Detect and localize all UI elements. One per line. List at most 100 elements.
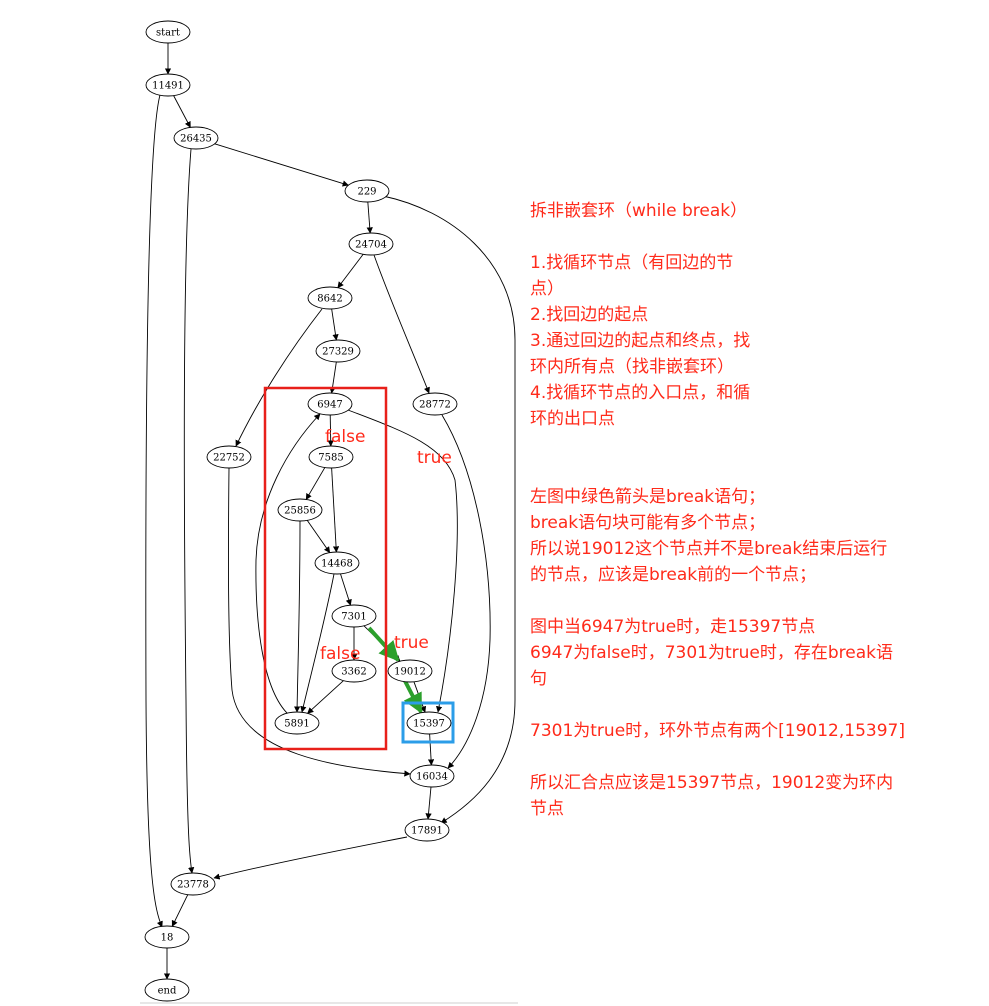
node-label: 229 bbox=[357, 187, 376, 198]
note-line bbox=[530, 692, 982, 718]
note-line: 环的出口点 bbox=[530, 409, 615, 429]
node-shape bbox=[277, 498, 323, 522]
note-line: 3.通过回边的起点和终点，找 bbox=[530, 331, 751, 351]
edge-n7585-to-n14468 bbox=[331, 467, 340, 553]
node-label: 17891 bbox=[411, 826, 443, 837]
node-label: 11491 bbox=[152, 81, 184, 92]
note-line: break语句块可能有多个节点； bbox=[530, 513, 766, 533]
node-shape bbox=[409, 764, 455, 788]
node-22752: 22752 bbox=[206, 445, 252, 469]
edge-n25856-to-n5891 bbox=[293, 520, 301, 713]
node-label: end bbox=[158, 986, 177, 997]
node-layer: start 11491 26435 229 24704 8642 27329 6947 2877… bbox=[144, 20, 458, 1002]
node-label: 23778 bbox=[177, 880, 209, 891]
node-label: 25856 bbox=[284, 506, 316, 517]
note-line: 2.找回边的起点 bbox=[530, 305, 649, 325]
node-shape bbox=[170, 872, 216, 896]
node-8642: 8642 bbox=[307, 286, 353, 310]
node-label: 26435 bbox=[180, 134, 212, 145]
node-27329: 27329 bbox=[315, 339, 361, 363]
edge-n22752-to-n16034 bbox=[227, 467, 411, 777]
edge-n3362-to-n5891 bbox=[307, 680, 344, 714]
node-label: 7301 bbox=[341, 612, 366, 623]
node-label: start bbox=[156, 28, 180, 39]
node-6947: 6947 bbox=[307, 392, 353, 416]
note-line: 所以汇合点应该是15397节点，19012变为环内 bbox=[530, 773, 894, 793]
node-3362: 3362 bbox=[331, 659, 377, 683]
node-shape bbox=[348, 232, 394, 256]
edge-n26435-to-n229 bbox=[214, 143, 349, 187]
edge-n16034-to-n17891 bbox=[425, 786, 432, 820]
edge-n24704-to-n28772 bbox=[373, 254, 430, 394]
node-shape bbox=[145, 20, 191, 44]
node-18: 18 bbox=[144, 925, 190, 949]
edge-n28772-to-n16034 bbox=[441, 414, 491, 769]
node-19012: 19012 bbox=[387, 659, 433, 683]
break-arrow-n7301-to-n19012 bbox=[367, 626, 400, 662]
node-end: end bbox=[144, 978, 190, 1002]
node-shape bbox=[307, 286, 353, 310]
node-shape bbox=[344, 179, 390, 203]
edge-n11491-to-n26435 bbox=[173, 95, 191, 128]
node-11491: 11491 bbox=[145, 73, 191, 97]
node-shape bbox=[406, 711, 452, 735]
edge-n25856-to-n14468 bbox=[306, 520, 331, 554]
edge-n14468-to-n7301 bbox=[340, 573, 352, 606]
edge-n229-to-n17891 bbox=[382, 195, 516, 824]
node-shape bbox=[206, 445, 252, 469]
explanation-notes: 拆非嵌套环（while break）1.找循环节点（有回边的节点）2.找回边的起… bbox=[530, 198, 982, 822]
node-label: 19012 bbox=[394, 667, 426, 678]
node-shape bbox=[307, 392, 353, 416]
node-229: 229 bbox=[344, 179, 390, 203]
note-line: 1.找循环节点（有回边的节 bbox=[530, 253, 734, 273]
note-line: 6947为false时，7301为true时，存在break语 bbox=[530, 643, 893, 663]
node-shape bbox=[331, 604, 377, 628]
node-26435: 26435 bbox=[173, 126, 219, 150]
node-24704: 24704 bbox=[348, 232, 394, 256]
note-line bbox=[530, 588, 982, 614]
edge-n6947-to-n15397 bbox=[347, 409, 458, 713]
true-label-right: true bbox=[417, 448, 452, 468]
edge-n7585-to-n25856 bbox=[305, 467, 326, 500]
edge-n26435-to-n23778 bbox=[183, 148, 195, 874]
break-arrow-n19012-to-n15397 bbox=[403, 680, 423, 714]
node-shape bbox=[308, 445, 354, 469]
node-label: 3362 bbox=[341, 667, 366, 678]
note-line bbox=[530, 224, 982, 250]
exit-node-box bbox=[401, 701, 455, 744]
edge-n5891-to-n6947 bbox=[255, 413, 321, 716]
node-shape bbox=[404, 818, 450, 842]
edge-n6947-to-n7585 bbox=[327, 414, 334, 447]
node-16034: 16034 bbox=[409, 764, 455, 788]
note-line: 拆非嵌套环（while break） bbox=[530, 201, 748, 221]
false-label-top: false bbox=[325, 427, 365, 447]
node-shape bbox=[387, 659, 433, 683]
node-14468: 14468 bbox=[314, 551, 360, 575]
node-label: 22752 bbox=[213, 453, 245, 464]
node-label: 27329 bbox=[322, 347, 354, 358]
note-line: 所以说19012这个节点并不是break结束后运行 bbox=[530, 539, 888, 559]
node-shape bbox=[145, 73, 191, 97]
node-15397: 15397 bbox=[406, 711, 452, 735]
node-shape bbox=[274, 711, 320, 735]
node-label: 16034 bbox=[416, 772, 448, 783]
node-23778: 23778 bbox=[170, 872, 216, 896]
note-line: 句 bbox=[530, 669, 547, 689]
node-shape bbox=[412, 392, 458, 416]
node-label: 14468 bbox=[321, 559, 353, 570]
edge-n11491-to-n18 bbox=[145, 94, 163, 928]
node-label: 28772 bbox=[419, 400, 451, 411]
node-label: 24704 bbox=[355, 240, 387, 251]
note-line: 的节点，应该是break前的一个节点； bbox=[530, 565, 817, 585]
edge-n17891-to-n23778 bbox=[213, 836, 408, 880]
node-start: start bbox=[145, 20, 191, 44]
note-line bbox=[530, 744, 982, 770]
note-line bbox=[530, 432, 982, 458]
edge-layer bbox=[145, 43, 516, 980]
note-line: 环内所有点（找非嵌套环） bbox=[530, 357, 734, 377]
loop-region-box bbox=[263, 386, 388, 751]
node-7301: 7301 bbox=[331, 604, 377, 628]
node-25856: 25856 bbox=[277, 498, 323, 522]
node-17891: 17891 bbox=[404, 818, 450, 842]
